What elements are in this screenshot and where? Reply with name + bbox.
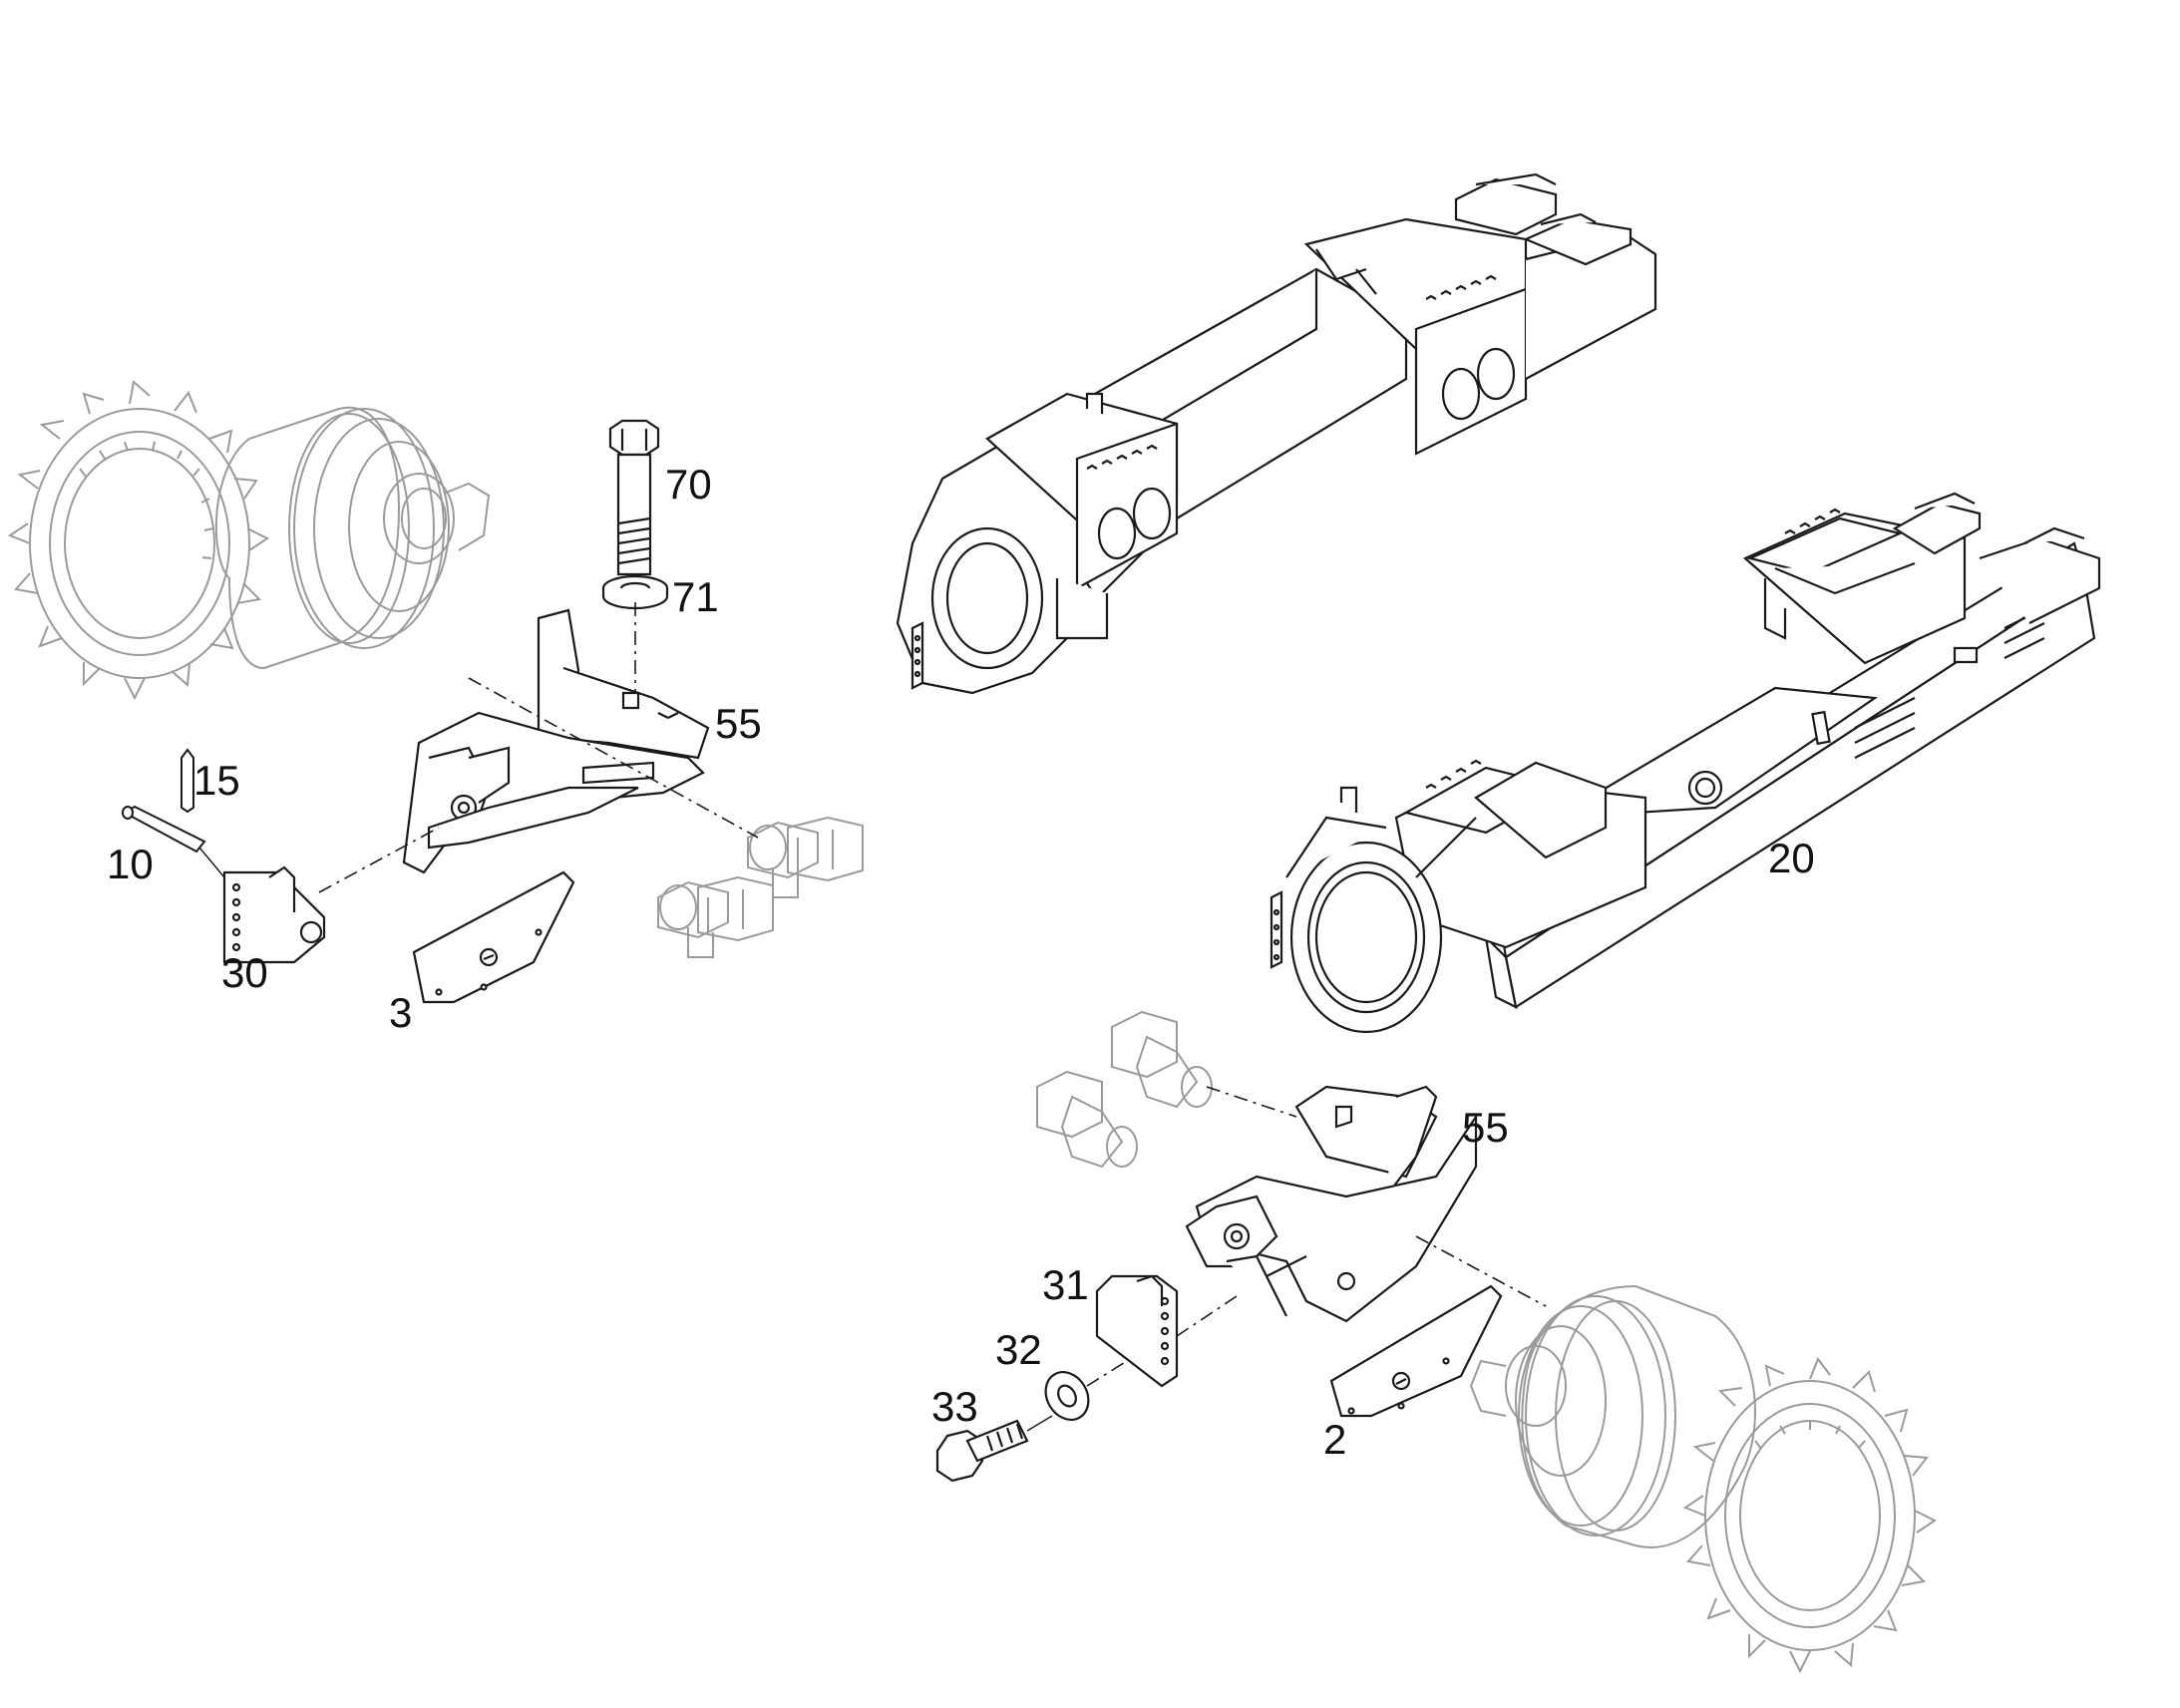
- pin-10: [123, 807, 204, 852]
- leader-30-bracket: [318, 827, 440, 893]
- guard-55-right: [1187, 1087, 1476, 1321]
- callout-15: 15: [193, 757, 240, 804]
- callout-20: 20: [1768, 835, 1815, 881]
- final-drive-right: [1471, 1286, 1755, 1547]
- leader-10-30: [198, 847, 225, 878]
- bolt-70: [610, 421, 658, 574]
- plate-30: [224, 867, 324, 962]
- callout-3: 3: [389, 989, 413, 1036]
- leader-32-31: [1086, 1360, 1128, 1387]
- callout-55-right: 55: [1462, 1104, 1509, 1151]
- callout-30: 30: [221, 949, 268, 996]
- final-drive-left: [216, 408, 489, 668]
- track-frame-20: [1272, 494, 2099, 1032]
- shield-2: [1331, 1286, 1501, 1416]
- callout-55-left: 55: [715, 700, 762, 747]
- rollers-right: [1037, 1012, 1212, 1167]
- leader-33-32: [1026, 1415, 1053, 1432]
- track-frame-upper: [898, 174, 1655, 693]
- guard-55-left: [404, 610, 708, 872]
- pin-15: [182, 750, 193, 812]
- washer-32: [1037, 1364, 1097, 1427]
- washer-71: [603, 576, 667, 608]
- callout-32: 32: [995, 1326, 1042, 1373]
- sprocket-right: [1685, 1359, 1935, 1671]
- leader-31-bracket: [1176, 1295, 1238, 1337]
- leader-bracket-drive-right: [1415, 1235, 1547, 1307]
- leader-drive-bracket: [468, 677, 759, 839]
- callout-71: 71: [672, 573, 719, 620]
- plate-31: [1097, 1276, 1177, 1386]
- callout-2: 2: [1323, 1416, 1347, 1463]
- rollers-left: [658, 818, 863, 957]
- callout-10: 10: [107, 841, 154, 887]
- callout-33: 33: [931, 1383, 978, 1430]
- callout-31: 31: [1042, 1261, 1089, 1308]
- leader-rollers-bracket-right: [1206, 1086, 1297, 1118]
- bolt-33: [937, 1421, 1027, 1481]
- shield-3: [414, 872, 573, 1002]
- sprocket-left: [10, 382, 267, 698]
- callout-70: 70: [665, 461, 712, 508]
